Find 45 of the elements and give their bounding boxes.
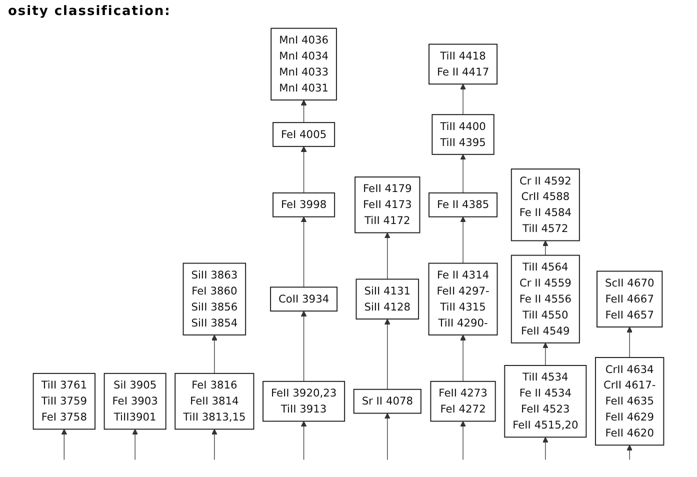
arrow xyxy=(460,216,466,264)
node-box: TiII 4564 Cr II 4559 Fe II 4556 TiII 4550 FeII 4549 xyxy=(510,254,580,344)
node-box: SiII 3863 FeI 3860 SiII 3856 SiII 3854 xyxy=(182,262,246,336)
node-box: TiII 4534 Fe II 4534 FeII 4523 FeII 4515,20 xyxy=(504,364,587,438)
arrow xyxy=(300,146,307,194)
node-box: Fe II 4314 FeII 4297- TiII 4315 TiII 4290- xyxy=(428,262,498,336)
arrow xyxy=(384,413,390,460)
arrow xyxy=(132,428,138,460)
arrow xyxy=(61,428,68,460)
arrow xyxy=(460,154,466,194)
arrow xyxy=(460,84,466,115)
node-box: SiI 3905 FeI 3903 TiII3901 xyxy=(104,372,166,430)
arrow xyxy=(626,326,632,358)
arrow xyxy=(384,232,390,280)
node-box: Cr II 4592 CrII 4588 Fe II 4584 TiII 4572 xyxy=(510,168,580,242)
node-box: FeI 4005 xyxy=(272,122,336,147)
arrow xyxy=(626,444,632,460)
diagram-title: osity classification: xyxy=(8,4,172,19)
arrow xyxy=(542,342,548,366)
node-box: SiII 4131 SiII 4128 xyxy=(356,278,420,320)
node-box: Sr II 4078 xyxy=(353,388,422,414)
arrow xyxy=(542,436,548,460)
arrow xyxy=(300,100,307,123)
node-box: ScII 4670 FeII 4667 FeII 4657 xyxy=(596,270,663,328)
node-box: CoII 3934 xyxy=(270,286,338,312)
node-box: FeII 3920,23 TiII 3913 xyxy=(262,380,346,422)
node-box: Fe II 4385 xyxy=(428,192,498,218)
arrow xyxy=(300,420,307,460)
arrow xyxy=(212,334,218,374)
node-box: FeII 4179 FeII 4173 TiII 4172 xyxy=(354,176,420,234)
node-box: MnI 4036 MnI 4034 MnI 4033 MnI 4031 xyxy=(270,28,337,100)
node-box: TiII 4400 TiII 4395 xyxy=(432,114,494,155)
arrow xyxy=(300,216,307,288)
node-box: TiII 3761 TiII 3759 FeI 3758 xyxy=(32,372,96,430)
node-box: CrII 4634 CrII 4617- FeII 4635 FeII 4629 FeII 4620 xyxy=(594,357,664,446)
arrow xyxy=(460,420,466,460)
node-box: FeI 3998 xyxy=(272,192,336,218)
arrow xyxy=(384,318,390,390)
node-box: FeI 3816 FeII 3814 TiII 3813,15 xyxy=(174,372,254,430)
arrow xyxy=(542,240,548,256)
node-box: TiII 4418 Fe II 4417 xyxy=(428,44,498,85)
node-box: FeII 4273 FeI 4272 xyxy=(430,380,496,422)
arrow xyxy=(460,334,466,382)
arrow xyxy=(212,428,218,460)
arrow xyxy=(300,310,307,382)
